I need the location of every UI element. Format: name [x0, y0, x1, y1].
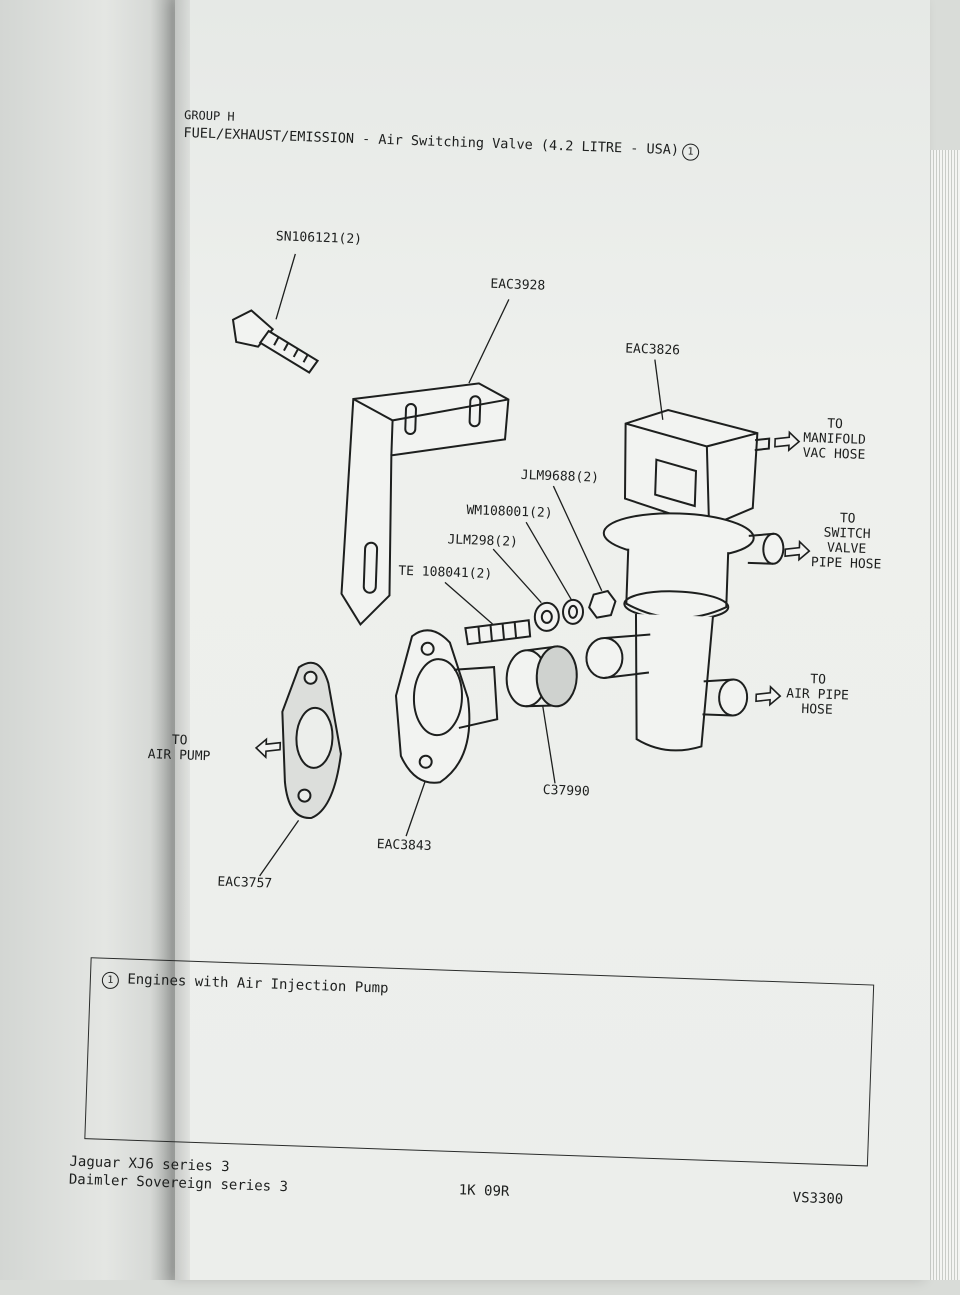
dest-label-switch-valve: TO SWITCH VALVE PIPE HOSE — [811, 510, 884, 572]
part-label-valve: EAC3826 — [624, 341, 681, 359]
dest-label-air-pump: TO AIR PUMP — [148, 732, 212, 764]
dest-airpipe-line-2: AIR PIPE — [786, 686, 850, 704]
dest-airpipe-line-3: HOSE — [801, 701, 833, 718]
part-label-sleeve: C37990 — [542, 782, 590, 800]
dest-label-manifold: TO MANIFOLD VAC HOSE — [802, 416, 866, 463]
part-label-gasket: EAC3757 — [217, 874, 273, 892]
right-page — [175, 0, 930, 1280]
dest-switch-line-4: PIPE HOSE — [810, 555, 882, 573]
gasket-drawing — [281, 661, 342, 819]
note-text: Engines with Air Injection Pump — [127, 971, 389, 997]
part-label-bolt: SN106121(2) — [275, 229, 363, 248]
flange-drawing — [394, 629, 499, 784]
part-label-bracket: EAC3928 — [490, 276, 546, 294]
footer-models: Jaguar XJ6 series 3 Daimler Sovereign se… — [69, 1153, 289, 1197]
bolt-drawing — [231, 309, 320, 374]
part-label-washer-spring: WM108001(2) — [466, 503, 553, 522]
part-label-nut: JLM9688(2) — [520, 467, 600, 486]
bracket-drawing — [340, 382, 510, 627]
footer-page-code: 1K 09R — [458, 1182, 510, 1200]
note-ref-marker: 1 — [101, 971, 120, 990]
part-label-stud: TE 108041(2) — [398, 563, 493, 582]
valve-drawing — [585, 408, 785, 752]
dest-manifold-line-3: VAC HOSE — [802, 445, 866, 463]
direction-arrows — [254, 430, 811, 760]
notes-box: 1 Engines with Air Injection Pump — [84, 957, 875, 1167]
left-page — [0, 0, 175, 1280]
part-label-washer-plain: JLM298(2) — [447, 532, 519, 550]
leader-lines — [259, 253, 664, 877]
page-edges — [928, 150, 960, 1280]
book-gutter — [150, 0, 190, 1280]
footer-doc-code: VS3300 — [792, 1189, 844, 1208]
note-item: 1 Engines with Air Injection Pump — [99, 971, 389, 999]
part-label-flange: EAC3843 — [376, 837, 432, 855]
fasteners-drawing — [464, 589, 617, 646]
sleeve-drawing — [505, 645, 578, 708]
dest-label-air-pipe: TO AIR PIPE HOSE — [785, 671, 849, 718]
dest-airpump-line-2: AIR PUMP — [147, 747, 211, 765]
